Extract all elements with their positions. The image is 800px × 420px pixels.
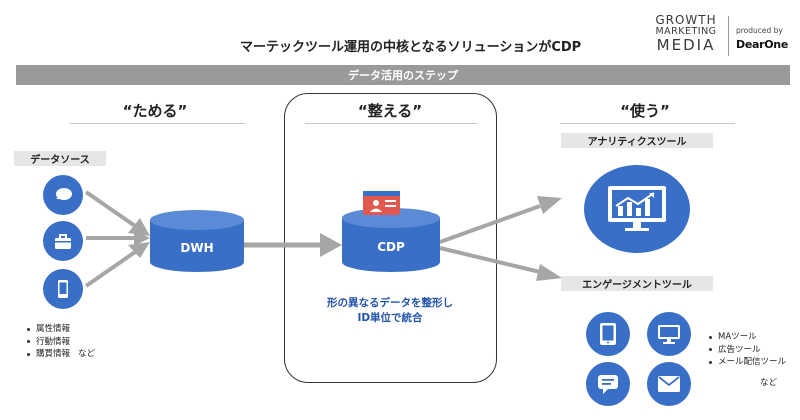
- data-steps-band-label: データ活用のステップ: [348, 69, 458, 82]
- arrowhead-cdp-to-engagement: [536, 264, 562, 281]
- cdp-description: 形の異なるデータを整形し ID単位で統合: [290, 296, 490, 326]
- arrow-chat-to-dwh: [84, 190, 140, 230]
- bullet: [709, 360, 712, 364]
- id-card-icon: [363, 191, 400, 215]
- bag-icon: [43, 221, 83, 261]
- arrow-cdp-to-engagement: [439, 246, 541, 274]
- arrowhead-cdp-to-analytics: [537, 196, 562, 214]
- tablet-icon: [586, 312, 630, 356]
- logo-line-2: MARKETING: [655, 26, 717, 37]
- data-source-tag-label: データソース: [30, 155, 90, 166]
- dwh-label: DWH: [180, 241, 213, 255]
- arrowhead-chat-to-dwh: [128, 218, 150, 236]
- cdp-cylinder: CDP: [342, 208, 440, 272]
- engagement-tool-tag-label: エンゲージメントツール: [582, 280, 692, 291]
- arrow-cdp-to-analytics: [439, 204, 541, 244]
- growth-marketing-media-logo: GROWTH MARKETING MEDIA: [652, 14, 720, 53]
- phase-organize-heading: “整える”: [357, 102, 423, 120]
- bullet: [27, 352, 30, 356]
- phase-use-heading: “使う”: [620, 102, 670, 120]
- engagement-tool-tag: エンゲージメントツール: [561, 276, 713, 291]
- list-item: 属性情報: [27, 323, 95, 336]
- mail-icon: [647, 362, 691, 406]
- phase-store-heading: “ためる”: [122, 102, 188, 120]
- analytics-tool-tag: アナリティクスツール: [561, 133, 713, 148]
- bullet: [709, 348, 712, 352]
- list-item: MAツール: [709, 331, 786, 344]
- smartphone-icon: [43, 269, 83, 309]
- data-source-suffix: など: [78, 349, 96, 359]
- phase-store-underline: [70, 123, 245, 124]
- phase-use-underline: [560, 123, 735, 124]
- engagement-tool-list: MAツール 広告ツール メール配信ツール: [709, 331, 786, 369]
- data-source-tag: データソース: [14, 151, 106, 166]
- data-source-list: 属性情報 行動情報 購買情報など: [27, 323, 95, 361]
- produced-by-label: produced by: [736, 26, 783, 35]
- arrow-phone-to-dwh: [84, 248, 140, 288]
- chat-bubble-icon: [43, 175, 83, 215]
- dwh-cylinder: DWH: [150, 210, 244, 272]
- arrowhead-bag-to-dwh: [134, 230, 150, 246]
- monitor-chart-icon: [584, 165, 690, 253]
- logo-line-3: MEDIA: [656, 35, 716, 54]
- arrowhead-dwh-to-cdp: [320, 233, 342, 257]
- bullet: [27, 327, 30, 331]
- cdp-label: CDP: [377, 240, 405, 254]
- logo-divider: [728, 16, 729, 56]
- bullet: [709, 335, 712, 339]
- cdp-description-line-1: 形の異なるデータを整形し: [327, 297, 453, 309]
- page-title: マーテックツール運用の中核となるソリューションがCDP: [240, 40, 582, 55]
- cdp-description-line-2: ID単位で統合: [357, 312, 423, 324]
- list-item: メール配信ツール: [709, 356, 786, 369]
- monitor-icon: [647, 312, 691, 356]
- dearone-logo: DearOne: [736, 38, 788, 51]
- bullet: [27, 340, 30, 344]
- logo-line-1: GROWTH: [655, 13, 717, 27]
- list-item: 購買情報など: [27, 348, 95, 361]
- list-item: 行動情報: [27, 336, 95, 349]
- arrowhead-phone-to-dwh: [128, 242, 150, 258]
- chat-icon: [586, 362, 630, 406]
- analytics-tool-tag-label: アナリティクスツール: [587, 137, 687, 148]
- engagement-tool-suffix: など: [760, 378, 778, 388]
- phase-organize-underline: [305, 123, 477, 124]
- data-steps-band: データ活用のステップ: [16, 65, 790, 85]
- organize-panel: [284, 93, 497, 383]
- list-item: 広告ツール: [709, 344, 786, 357]
